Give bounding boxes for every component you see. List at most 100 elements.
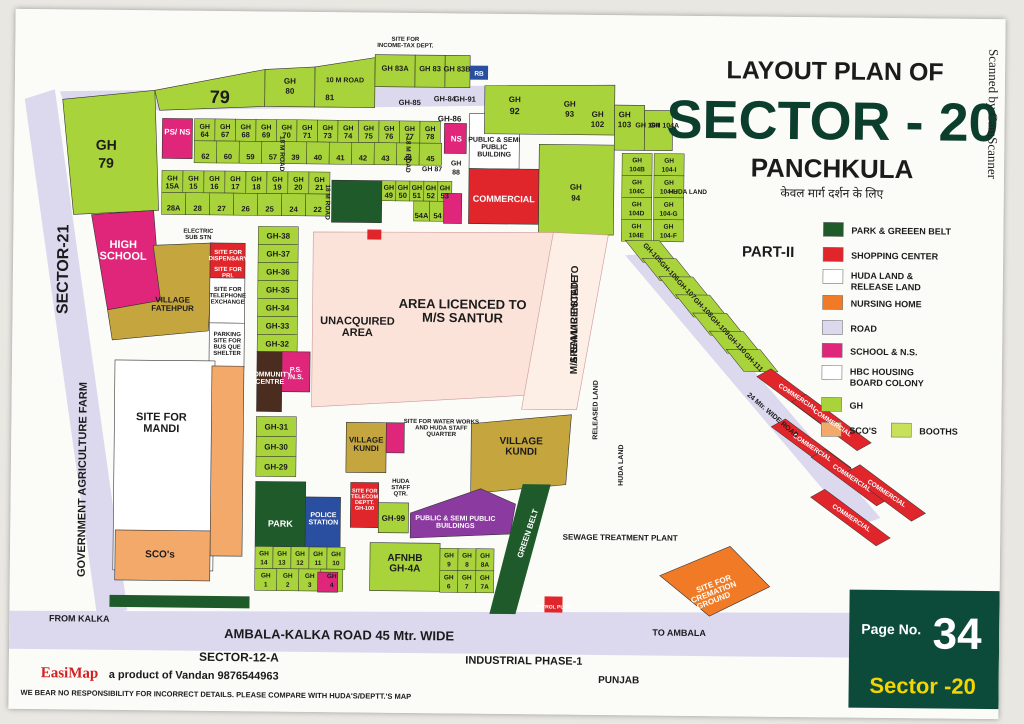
legend-label: HBC HOUSING (850, 367, 914, 378)
gh-plot-number: 7A (480, 584, 489, 591)
samar-area (521, 232, 609, 411)
gh-left-column-2 (255, 416, 297, 478)
legend-swatch (890, 422, 912, 438)
map-label: HIGH (109, 239, 137, 251)
gh-prefix-label: GH (462, 553, 472, 560)
map-label: M/S SAMAR ESTATE (569, 276, 581, 374)
map-label: AREA (342, 327, 373, 339)
gh-plot-number: 104E (629, 232, 645, 239)
legend-swatch (823, 222, 844, 237)
gh-prefix-label: GH (426, 185, 437, 192)
gh-plot-number: 68 (241, 130, 249, 139)
map-label: SITE FOR (136, 411, 187, 424)
gh-plot-number: 9 (447, 561, 451, 568)
map-label: P.S. (290, 367, 302, 374)
gh-plot-number: 54 (433, 211, 442, 220)
gh-plot-number: 8A (481, 562, 490, 569)
gh-plot-number: 42 (359, 153, 367, 162)
gh-plot-number: 59 (246, 152, 254, 161)
map-label: SITE FOR (214, 250, 242, 256)
map-label: HUDA LAND (669, 189, 708, 196)
map-label: ELECTRIC (183, 229, 214, 235)
gh99-block (377, 502, 409, 534)
gh-plot-number: 62 (201, 152, 209, 161)
gh-plot-number: 50 (399, 191, 407, 200)
gh-plot-GH-111 (725, 349, 779, 373)
gh-plot-number: 64 (200, 130, 209, 139)
map-label: SITE FOR (352, 488, 377, 494)
gh-plot-22 (305, 193, 331, 217)
map-label: PARKING (214, 332, 242, 338)
legend-swatch (822, 294, 844, 310)
legend-swatch (821, 342, 843, 358)
gh-prefix-label: GH (167, 175, 178, 182)
gh-prefix-label: GH (440, 185, 451, 192)
gh-prefix-label: GH (632, 179, 642, 186)
gh-prefix-label: GH (272, 177, 283, 184)
map-label: TO AMBALA (652, 628, 706, 639)
gh-prefix-label: GH (331, 551, 341, 558)
legend-label: ROAD (850, 324, 877, 334)
gh-right-column (621, 152, 685, 243)
gh-prefix-label: GH (327, 573, 337, 580)
map-label: AND HUDA STAFF (415, 425, 468, 432)
map-label: 18 M ROAD (278, 136, 285, 172)
map-label: 103 (618, 120, 632, 129)
map-label: 94 (571, 194, 581, 203)
gh-plot-number: GH-29 (264, 462, 288, 471)
map-label: KUNDI (353, 444, 378, 453)
legend-label: HUDA LAND & (851, 271, 914, 282)
page-label: Page No. (861, 621, 921, 638)
map-label: GH-84 (434, 94, 457, 103)
gh-plot-number: 54A (415, 211, 429, 220)
map-label: AFNHB (387, 553, 422, 564)
map-label: MANDI (143, 423, 179, 435)
gh-plot-number: 10 (332, 560, 340, 567)
gh-prefix-label: GH (412, 185, 423, 192)
gh-plot-number: 8 (465, 562, 469, 569)
gh-prefix-label: GH (664, 224, 674, 231)
gh-prefix-label: GH (261, 124, 272, 131)
gh-plot-number: 69 (262, 130, 270, 139)
map-label: SCHOOL (100, 250, 147, 262)
gh-plot-number: 104C (629, 188, 645, 195)
map-label: FROM KALKA (49, 613, 110, 624)
gh-plot-number: 40 (314, 153, 322, 162)
map-label: GH-4A (389, 563, 420, 574)
map-label: SCO's (145, 549, 175, 560)
gh-prefix-label: GH (632, 223, 642, 230)
gh-prefix-label: GH (305, 573, 315, 580)
gh-plot-number: 104-F (660, 233, 677, 240)
gh-prefix-label: GH (251, 176, 262, 183)
legend-swatch (820, 421, 842, 437)
ns-ps-block (385, 422, 405, 454)
gh-plot-number: 12 (296, 560, 304, 567)
ns-bottom-block (317, 571, 339, 593)
map-label: PUBLIC & SEMI PUBLIC (415, 515, 495, 523)
map-label: GH-99 (382, 514, 406, 523)
gh-plot-number: 27 (217, 204, 225, 213)
gh-prefix-label: GH (302, 125, 313, 132)
legend-label: SCO'S (849, 426, 877, 436)
gh81-block (314, 57, 376, 108)
gh-prefix-label: GH (632, 201, 642, 208)
gh-prefix-label: GH (664, 202, 674, 209)
gh-plot-number: 4 (330, 582, 334, 589)
map-label: POLICE (310, 512, 336, 519)
map-label: GH (570, 183, 582, 192)
gh-prefix-label: GH (480, 575, 490, 582)
gh-prefix-label: GH (363, 125, 374, 132)
gh-plot-number: 57 (269, 152, 277, 161)
legend-label: RELEASE LAND (851, 282, 922, 293)
map-label: GH 83B (443, 64, 471, 73)
map-label: GH (284, 77, 296, 86)
gh-plot-number: 3 (308, 582, 312, 589)
gh-plot-number: 13 (278, 560, 286, 567)
ns-school-top (443, 123, 467, 154)
map-label: PS/ NS (164, 127, 191, 136)
map-label: DISPENSARY (209, 256, 248, 262)
gh-plot-number: 104D (629, 210, 645, 217)
scanner-watermark: Scanned by CamScanner (984, 49, 1002, 180)
